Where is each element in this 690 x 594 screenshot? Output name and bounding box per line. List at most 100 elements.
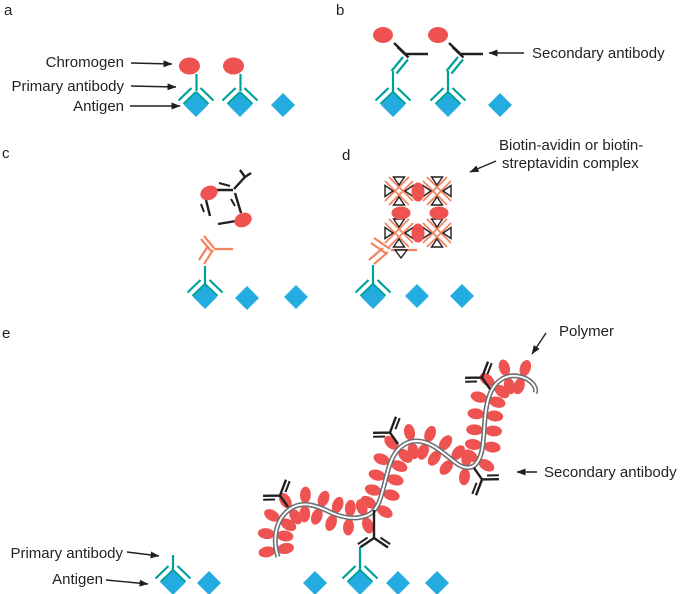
- polymer-enzyme-ellipses: [257, 359, 532, 558]
- polymer-enzyme-ellipse: [276, 530, 294, 542]
- polymer-enzyme-ellipse: [373, 453, 390, 466]
- labeled-primary-antibody-complex: [179, 58, 214, 118]
- polymer-enzyme-ellipse: [264, 509, 280, 522]
- enzyme-ellipse: [200, 185, 218, 201]
- polymer-enzyme-ellipse: [344, 499, 356, 517]
- secondary-antibody-label: Secondary antibody: [544, 464, 677, 481]
- panel-letter-c: c: [2, 145, 10, 162]
- polymer-enzyme-ellipse: [459, 468, 470, 486]
- antigen-diamond: [405, 284, 429, 308]
- panel-e: [105, 332, 547, 594]
- polymer-enzyme-ellipse: [317, 490, 330, 507]
- primary-antibody-on-antigen: [156, 566, 191, 594]
- primary-antibody-on-antigen: [188, 280, 223, 309]
- polymer-enzyme-ellipse: [483, 441, 501, 453]
- panel-letter-b: b: [336, 2, 345, 19]
- avidin-unit: [384, 218, 414, 248]
- polymer-enzyme-ellipse: [360, 495, 377, 509]
- antigen-diamond: [488, 93, 512, 117]
- secondary-antibody-complex: [428, 27, 483, 117]
- secondary-antibody-complex: [373, 27, 428, 117]
- polymer-enzyme-ellipse: [417, 443, 429, 460]
- polymer-enzyme-ellipse: [486, 410, 504, 422]
- polymer-enzyme-ellipse: [439, 435, 453, 451]
- polymer-enzyme-ellipse: [498, 359, 511, 376]
- polymer-enzyme-ellipse: [343, 518, 354, 536]
- avidin-unit: [384, 176, 414, 206]
- polymer-enzyme-ellipse: [387, 474, 404, 486]
- polymer-arrow: [531, 332, 547, 355]
- enzyme-ellipse: [429, 206, 449, 220]
- polymer-enzyme-ellipse: [299, 505, 311, 523]
- enzyme-ellipse: [411, 223, 425, 243]
- polymer-enzyme-ellipse: [299, 486, 311, 504]
- panel-d: [356, 160, 497, 309]
- polymer-enzyme-ellipse: [331, 496, 344, 514]
- panel-letter-a: a: [4, 2, 13, 19]
- biotin-avidin-label-line1: Biotin-avidin or biotin-: [499, 137, 644, 154]
- polymer-enzyme-ellipse: [427, 450, 441, 466]
- polymer-enzyme-ellipse: [362, 517, 374, 534]
- polymer-enzyme-ellipse: [289, 509, 303, 525]
- antigen-diamond: [303, 571, 327, 594]
- polymer-enzyme-ellipse: [503, 377, 516, 395]
- pap-complex: [200, 169, 252, 228]
- complex-label-arrow: [469, 160, 497, 173]
- polymer-enzyme-ellipse: [377, 505, 393, 518]
- antigen-label: Antigen: [73, 98, 124, 115]
- polymer-enzyme-ellipse: [478, 459, 495, 472]
- panel-a: [130, 58, 295, 118]
- polymer-enzyme-ellipse: [403, 423, 416, 441]
- chromogen-label: Chromogen: [45, 54, 124, 71]
- polymer-enzyme-ellipse: [513, 377, 525, 395]
- polymer-enzyme-ellipse: [310, 508, 323, 525]
- panel-letter-e: e: [2, 325, 11, 342]
- labeled-primary-antibody-complex: [223, 58, 258, 118]
- polymer-enzyme-ellipse: [464, 439, 482, 450]
- primary-antibody-arrow: [126, 551, 160, 559]
- polymer-enzyme-ellipse: [488, 396, 506, 408]
- polymer-enzyme-ellipse: [407, 442, 419, 460]
- antigen-diamond: [271, 93, 295, 117]
- biotin-triangle: [393, 249, 409, 260]
- polymer-enzyme-ellipse: [467, 408, 485, 420]
- antigen-diamond: [284, 285, 308, 309]
- antigen-diamond: [425, 571, 449, 594]
- enzyme-ellipse: [391, 206, 411, 220]
- avidin-biotin-complex: [384, 176, 452, 260]
- polymer-enzyme-ellipse: [383, 489, 400, 501]
- primary-antibody-on-antigen: [343, 566, 378, 594]
- primary-antibody-label: Primary antibody: [10, 545, 123, 562]
- antigen-diamond: [386, 571, 410, 594]
- panel-b: [373, 27, 524, 117]
- polymer-enzyme-ellipse: [368, 469, 386, 481]
- panel-letter-d: d: [342, 147, 351, 164]
- polymer-enzyme-ellipse: [451, 445, 465, 460]
- link-antibody: [198, 235, 233, 265]
- enzyme-ellipse: [234, 212, 252, 228]
- polymer-label: Polymer: [559, 323, 615, 340]
- polymer-secondary-antibody: [356, 522, 392, 549]
- polymer-enzyme-ellipse: [424, 425, 436, 443]
- enzyme-ellipse: [411, 182, 425, 202]
- polymer-enzyme-ellipse: [485, 425, 502, 437]
- polymer-enzyme-ellipse: [364, 484, 382, 496]
- polymer-backbone-highlight: [274, 374, 537, 558]
- polymer-enzyme-ellipse: [257, 528, 275, 540]
- polymer-enzyme-ellipse: [280, 518, 297, 532]
- antigen-label: Antigen: [52, 571, 103, 588]
- antigen-diamond: [450, 284, 474, 308]
- primary-antibody-arrow: [130, 83, 177, 91]
- polymer-enzyme-ellipse: [391, 460, 408, 472]
- antigen-arrow: [105, 579, 149, 587]
- polymer-enzyme-ellipse: [258, 546, 276, 558]
- primary-antibody-on-antigen: [356, 280, 391, 309]
- chromogen-arrow: [130, 60, 173, 68]
- polymer-enzyme-ellipse: [277, 542, 294, 555]
- antigen-diamond: [235, 286, 259, 310]
- antigen-diamond: [197, 571, 221, 594]
- polymer-enzyme-ellipse: [325, 514, 337, 531]
- polymer-enzyme-ellipse: [519, 359, 532, 377]
